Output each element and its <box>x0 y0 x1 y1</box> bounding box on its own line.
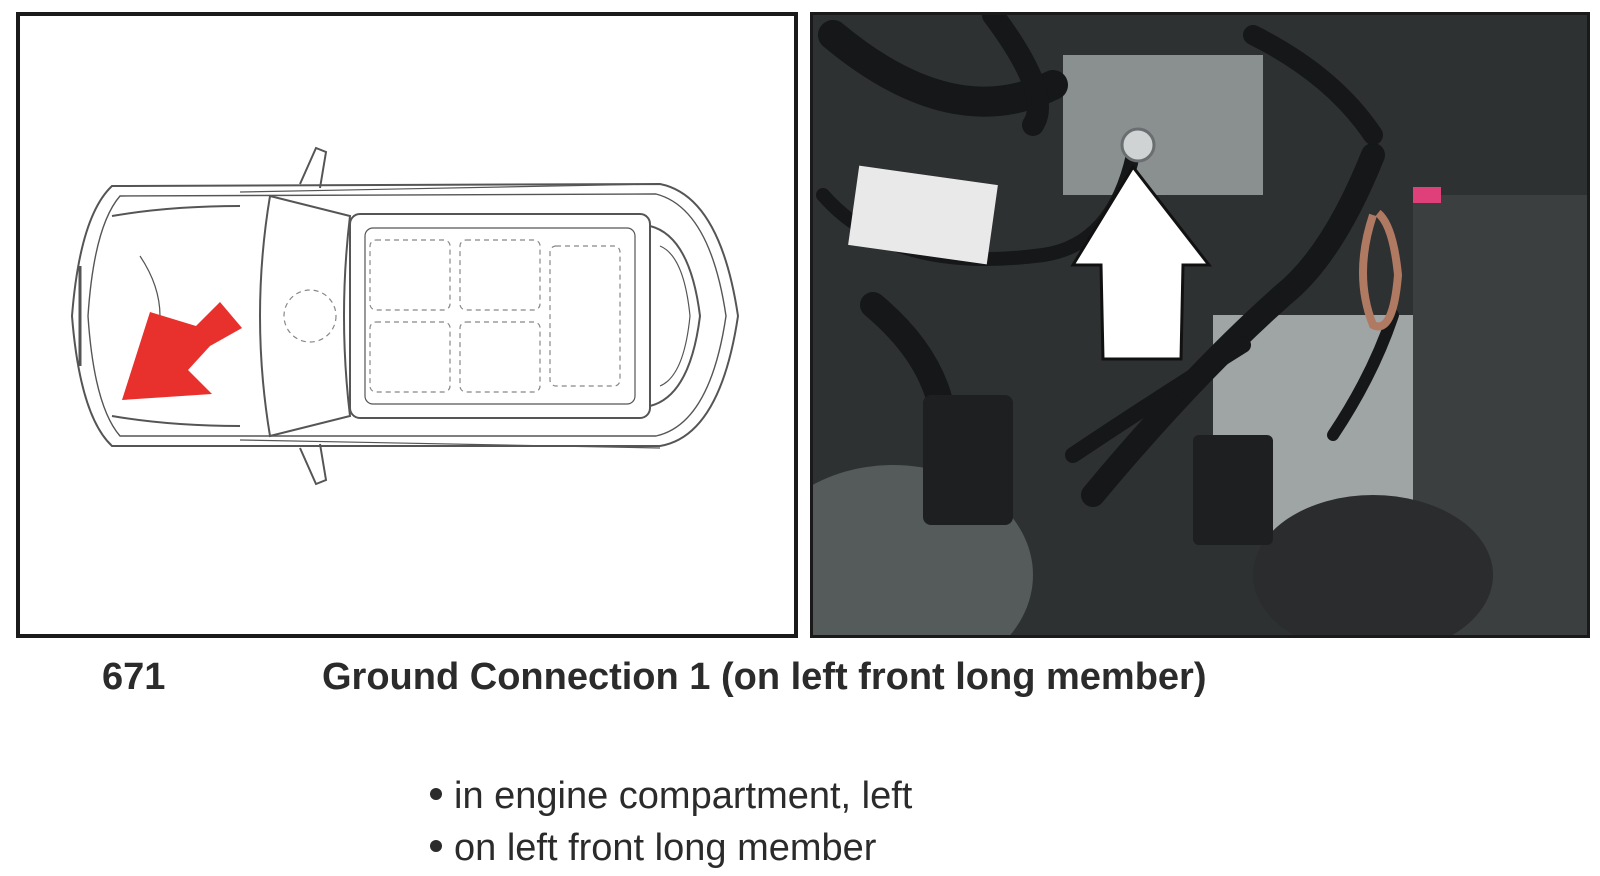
component-title: Ground Connection 1 (on left front long … <box>322 656 1207 698</box>
red-arrow-icon <box>122 302 242 400</box>
list-item: in engine compartment, left <box>430 770 912 822</box>
white-arrow-icon <box>1070 164 1213 361</box>
location-list: in engine compartment, left on left fron… <box>430 770 912 874</box>
component-number: 671 <box>102 656 166 698</box>
vehicle-locator-diagram <box>16 12 798 638</box>
vehicle-top-view <box>70 146 740 486</box>
location-text: on left front long member <box>454 827 877 869</box>
location-text: in engine compartment, left <box>454 775 913 817</box>
list-item: on left front long member <box>430 822 912 874</box>
bullet-icon <box>430 787 442 800</box>
bullet-icon <box>430 839 442 852</box>
engine-compartment-photo <box>810 12 1590 638</box>
engine-photo-illustration <box>813 15 1587 635</box>
